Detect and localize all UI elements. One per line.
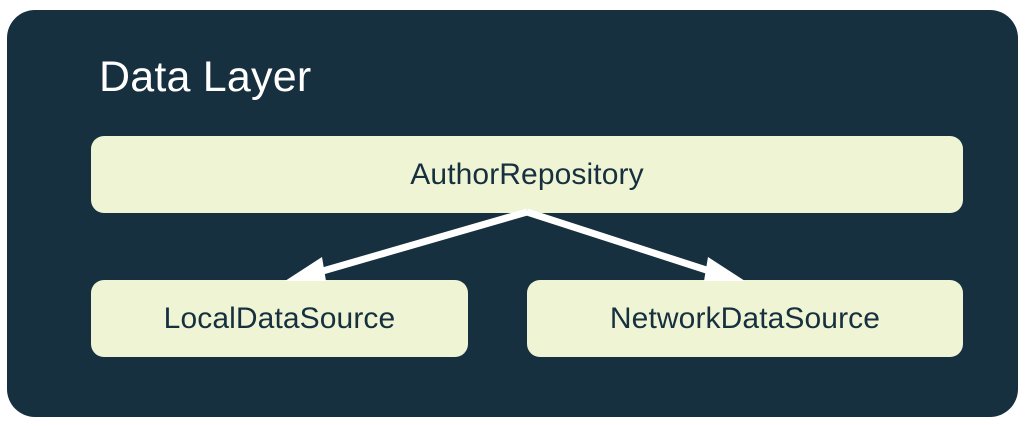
data-layer-panel: Data Layer AuthorRepository LocalDataSou… [7,10,1018,417]
node-network-data-source[interactable]: NetworkDataSource [527,280,963,357]
node-local-data-source-label: LocalDataSource [163,301,396,335]
node-author-repository[interactable]: AuthorRepository [91,136,963,213]
node-author-repository-label: AuthorRepository [410,157,644,191]
node-network-data-source-label: NetworkDataSource [609,301,881,335]
node-local-data-source[interactable]: LocalDataSource [91,280,468,357]
page-title: Data Layer [99,53,312,101]
